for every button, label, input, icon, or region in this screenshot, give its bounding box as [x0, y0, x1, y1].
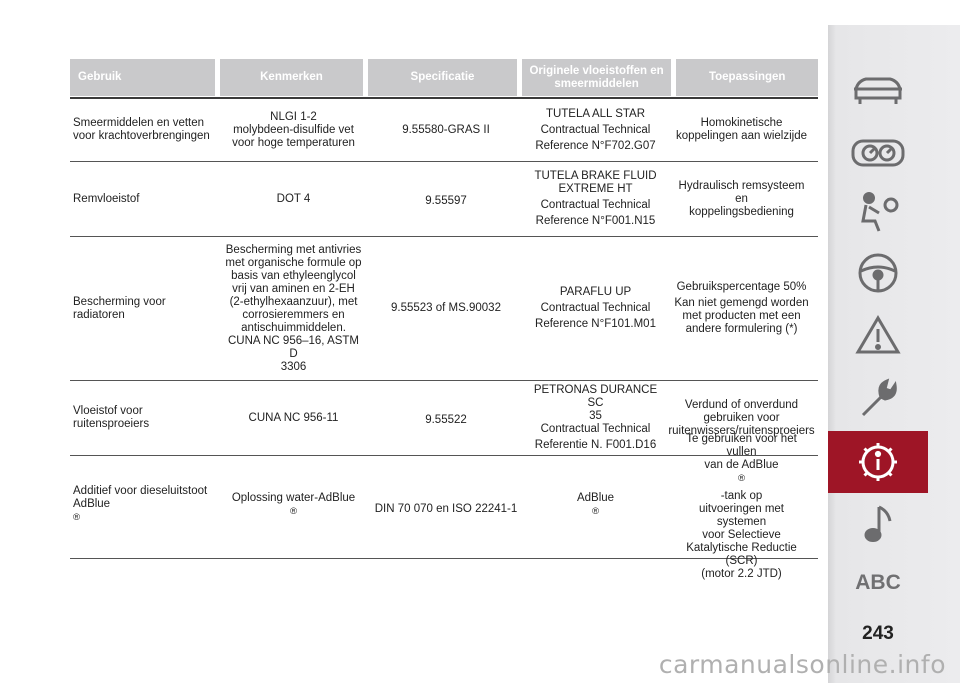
header-divider: [70, 97, 818, 99]
cell-specificatie: 9.55523 of MS.90032: [391, 302, 501, 314]
registered-mark: ®: [73, 512, 81, 524]
car-icon[interactable]: [828, 60, 928, 120]
cell-toepassingen: Te gebruiken voor het vullen van de AdBl…: [686, 433, 797, 580]
header-toepassingen: Toepassingen: [676, 59, 818, 96]
wrench-icon[interactable]: [828, 368, 928, 428]
cell-kenmerken: DOT 4: [276, 192, 311, 205]
cell-specificatie: 9.55580-GRAS II: [402, 123, 490, 136]
cell-specificatie: 9.55597: [425, 194, 467, 207]
music-note-icon[interactable]: [828, 493, 928, 553]
table-row: Remvloeistof DOT 4 9.55597 TUTELA BRAKE …: [70, 162, 818, 237]
fluids-table: Gebruik Kenmerken Specificatie Originele…: [70, 59, 818, 580]
page-number: 243: [862, 623, 894, 644]
steering-wheel-icon[interactable]: [828, 243, 928, 303]
header-specificatie: Specificatie: [368, 59, 517, 96]
registered-mark: ®: [289, 505, 298, 517]
registered-mark: ®: [737, 473, 746, 485]
cell-specificatie: DIN 70 070 en ISO 22241-1: [374, 502, 518, 515]
watermark: carmanualsonline.info: [658, 650, 946, 679]
cell-gebruik: Remvloeistof: [73, 192, 140, 205]
header-gebruik: Gebruik: [70, 59, 215, 96]
settings-gear-icon[interactable]: [828, 432, 928, 492]
abc-index-label[interactable]: ABC: [855, 571, 901, 594]
cell-kenmerken: CUNA NC 956-11: [248, 411, 339, 424]
header-origineel: Originele vloeistoffen en smeermiddelen: [521, 59, 672, 96]
chapter-sidebar: ABC 243: [828, 25, 960, 683]
registered-mark: ®: [591, 505, 600, 517]
dashboard-gauges-icon[interactable]: [828, 123, 928, 183]
cell-gebruik: Additief voor dieseluitstoot AdBlue®: [73, 485, 208, 524]
warning-triangle-icon[interactable]: [828, 305, 928, 365]
header-kenmerken: Kenmerken: [219, 59, 364, 96]
table-row: Additief voor dieseluitstoot AdBlue® Opl…: [70, 433, 818, 580]
cell-toepassingen: Gebruikspercentage 50%Kan niet gemengd w…: [674, 281, 809, 335]
cell-kenmerken: Oplossing water-AdBlue®: [231, 491, 356, 517]
table-header: Gebruik Kenmerken Specificatie Originele…: [70, 59, 818, 96]
airbag-seat-icon[interactable]: [828, 183, 928, 243]
cell-specificatie: 9.55522: [425, 413, 467, 426]
cell-origineel: AdBlue®: [576, 491, 615, 517]
